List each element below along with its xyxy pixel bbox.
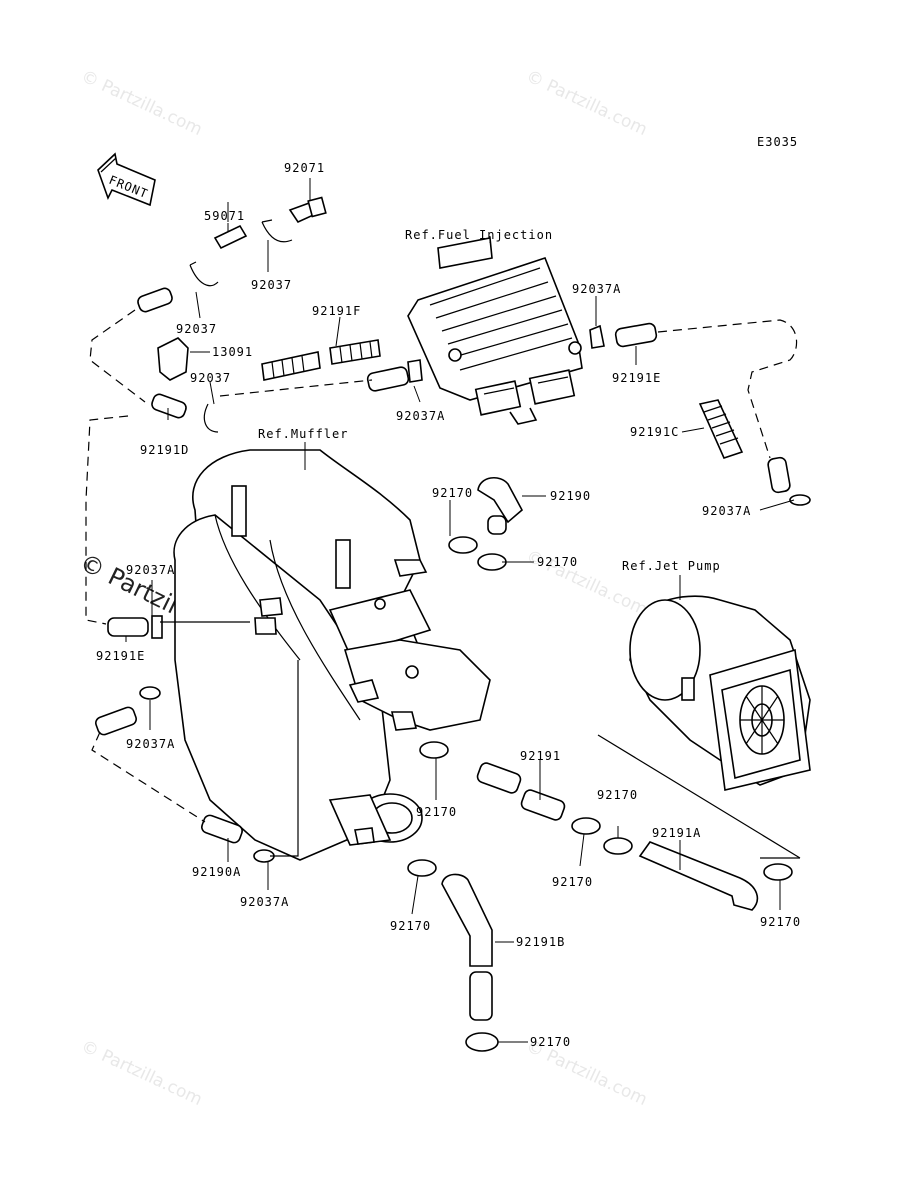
label-92190: 92190 xyxy=(550,489,591,503)
hose-92191A xyxy=(638,841,759,911)
label-92037-top: 92037 xyxy=(251,278,292,292)
ecu-unit xyxy=(407,237,583,425)
label-92037A-l2: 92037A xyxy=(126,737,175,751)
label-92037-left: 92037 xyxy=(190,371,231,385)
part-labels: 92071 59071 92037 92037 13091 92037 9219… xyxy=(96,161,801,1049)
watermark-top-left: © Partzilla.com xyxy=(78,66,205,140)
watermark-bottom-left: © Partzilla.com xyxy=(78,1036,205,1110)
pin-59071 xyxy=(213,224,248,250)
ref-fuel-injection: Ref.Fuel Injection xyxy=(405,228,553,242)
label-92191A: 92191A xyxy=(652,826,701,840)
label-92037-mid: 92037 xyxy=(176,322,217,336)
label-92170-c: 92170 xyxy=(416,805,457,819)
label-92170-e: 92170 xyxy=(552,875,593,889)
label-92191D: 92191D xyxy=(140,443,189,457)
ref-muffler: Ref.Muffler xyxy=(258,427,348,441)
hose-right-lower xyxy=(767,456,811,506)
hose-92191F xyxy=(261,339,381,381)
label-92170-b: 92170 xyxy=(537,555,578,569)
hose-92190 xyxy=(477,477,524,535)
clamps-92037 xyxy=(189,219,293,433)
routing-lines xyxy=(85,309,798,857)
label-92191E-r: 92191E xyxy=(612,371,661,385)
label-92037A-fi: 92037A xyxy=(396,409,445,423)
hose-92191E-right xyxy=(366,359,423,392)
hose-92191D xyxy=(151,393,187,419)
jet-pump xyxy=(629,595,811,791)
hose-left-92191E xyxy=(107,615,250,639)
label-92037A-l3: 92037A xyxy=(240,895,289,909)
label-92037A-l1: 92037A xyxy=(126,563,175,577)
hose-92191C xyxy=(698,399,744,459)
label-92191: 92191 xyxy=(520,749,561,763)
label-92190A: 92190A xyxy=(192,865,241,879)
label-92037A-r1: 92037A xyxy=(572,282,621,296)
leader-lines xyxy=(125,202,795,1043)
label-92191E-l: 92191E xyxy=(96,649,145,663)
label-92170-f: 92170 xyxy=(760,915,801,929)
label-92071: 92071 xyxy=(284,161,325,175)
hose-92191B xyxy=(441,873,493,1021)
label-92191C: 92191C xyxy=(630,425,679,439)
hose-left-lower xyxy=(95,686,161,736)
hose-right-upper xyxy=(589,322,658,349)
ref-jet-pump: Ref.Jet Pump xyxy=(622,559,721,573)
hose-92071-fitting xyxy=(288,196,327,224)
label-92191B: 92191B xyxy=(516,935,565,949)
hose-left-upper xyxy=(137,287,173,313)
cap-13091 xyxy=(157,337,189,381)
label-92037A-r2: 92037A xyxy=(702,504,751,518)
diagram-code: E3035 xyxy=(757,135,798,149)
label-92191F: 92191F xyxy=(312,304,361,318)
label-92170-h: 92170 xyxy=(530,1035,571,1049)
label-92170-a: 92170 xyxy=(432,486,473,500)
watermark-top-right: © Partzilla.com xyxy=(523,66,650,140)
hose-92191 xyxy=(476,762,566,821)
hose-92190A xyxy=(201,814,275,863)
label-92170-g: 92170 xyxy=(390,919,431,933)
front-arrow-icon: FRONT xyxy=(97,152,156,207)
clamps-92170-group xyxy=(407,536,793,1052)
label-13091: 13091 xyxy=(212,345,253,359)
muffler-assembly xyxy=(173,449,491,861)
label-92170-d: 92170 xyxy=(597,788,638,802)
label-59071: 59071 xyxy=(204,209,245,223)
